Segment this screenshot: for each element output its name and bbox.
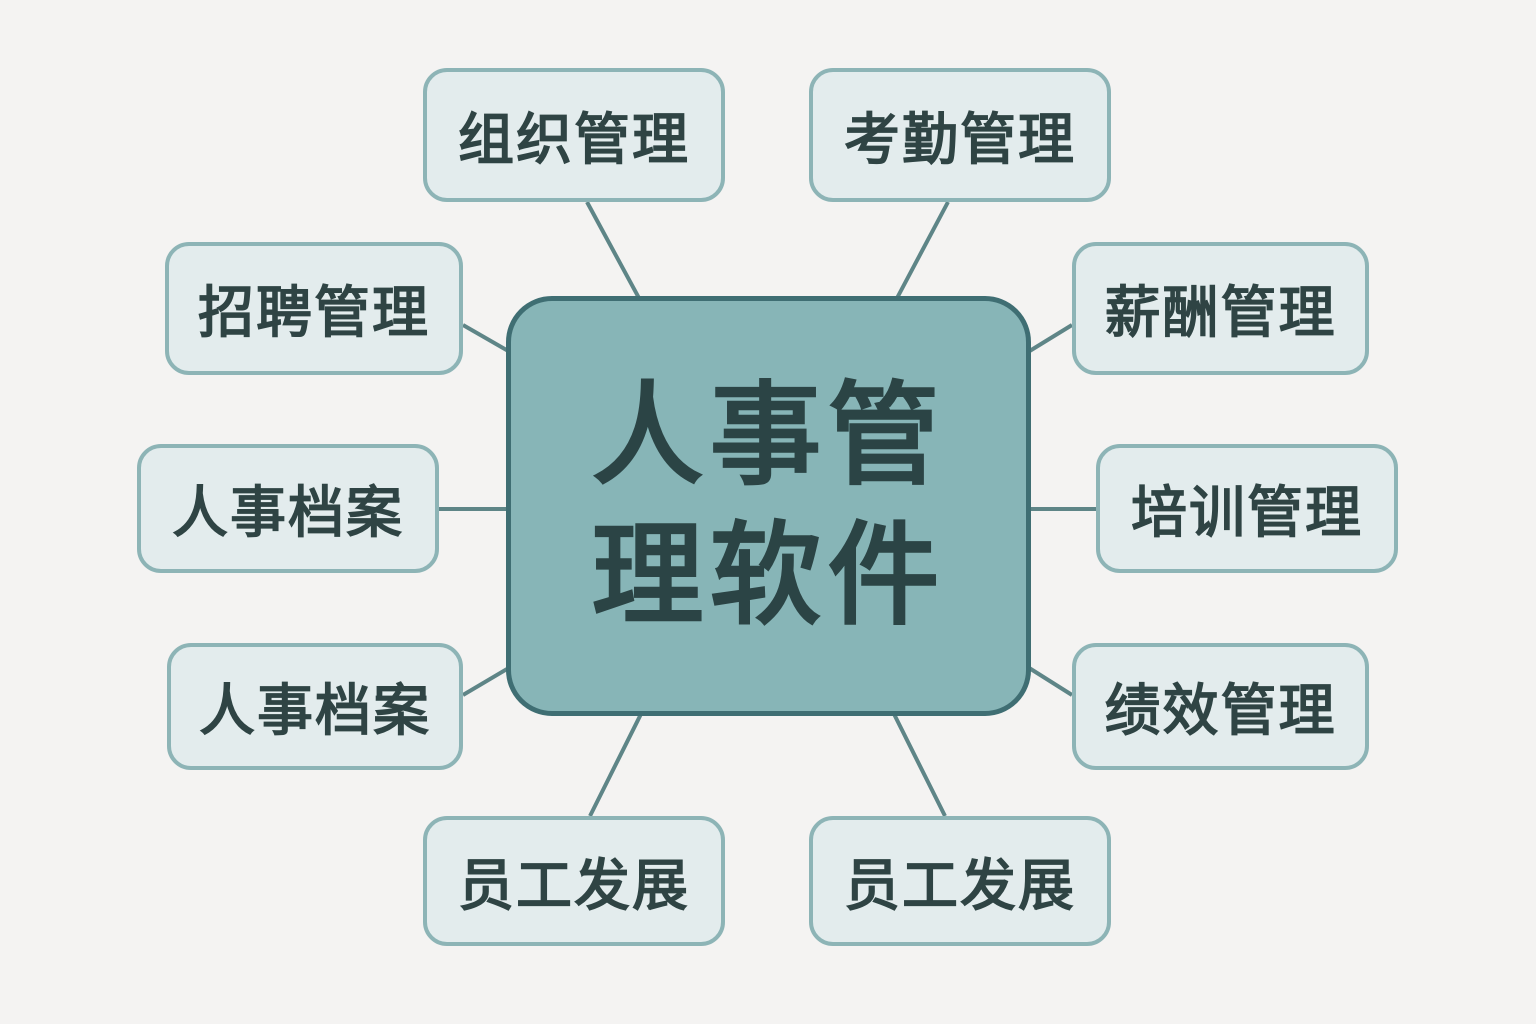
node-salary[interactable]: 薪酬管理 bbox=[1072, 242, 1369, 375]
node-personnel-records[interactable]: 人事档案 bbox=[137, 444, 439, 573]
link-salary bbox=[1026, 323, 1074, 354]
link-recruit bbox=[462, 323, 511, 354]
node-employee-development-2[interactable]: 员工发展 bbox=[809, 816, 1111, 946]
central-topic-line-2: 理软件 bbox=[591, 511, 946, 641]
node-performance[interactable]: 绩效管理 bbox=[1072, 643, 1369, 770]
link-attendance bbox=[894, 201, 950, 301]
node-personnel-records-2[interactable]: 人事档案 bbox=[167, 643, 463, 770]
link-performance bbox=[1024, 664, 1074, 697]
node-employee-development[interactable]: 员工发展 bbox=[423, 816, 725, 946]
central-topic-line-1: 人事管 bbox=[591, 371, 946, 501]
node-organization[interactable]: 组织管理 bbox=[423, 68, 725, 202]
link-records-2 bbox=[461, 664, 514, 697]
node-training[interactable]: 培训管理 bbox=[1096, 444, 1398, 573]
link-development-2 bbox=[892, 713, 947, 817]
central-topic[interactable]: 人事管 理软件 bbox=[506, 296, 1031, 716]
link-development-1 bbox=[588, 713, 643, 817]
link-org bbox=[585, 201, 642, 301]
node-attendance[interactable]: 考勤管理 bbox=[809, 68, 1111, 202]
node-recruitment[interactable]: 招聘管理 bbox=[165, 242, 463, 375]
